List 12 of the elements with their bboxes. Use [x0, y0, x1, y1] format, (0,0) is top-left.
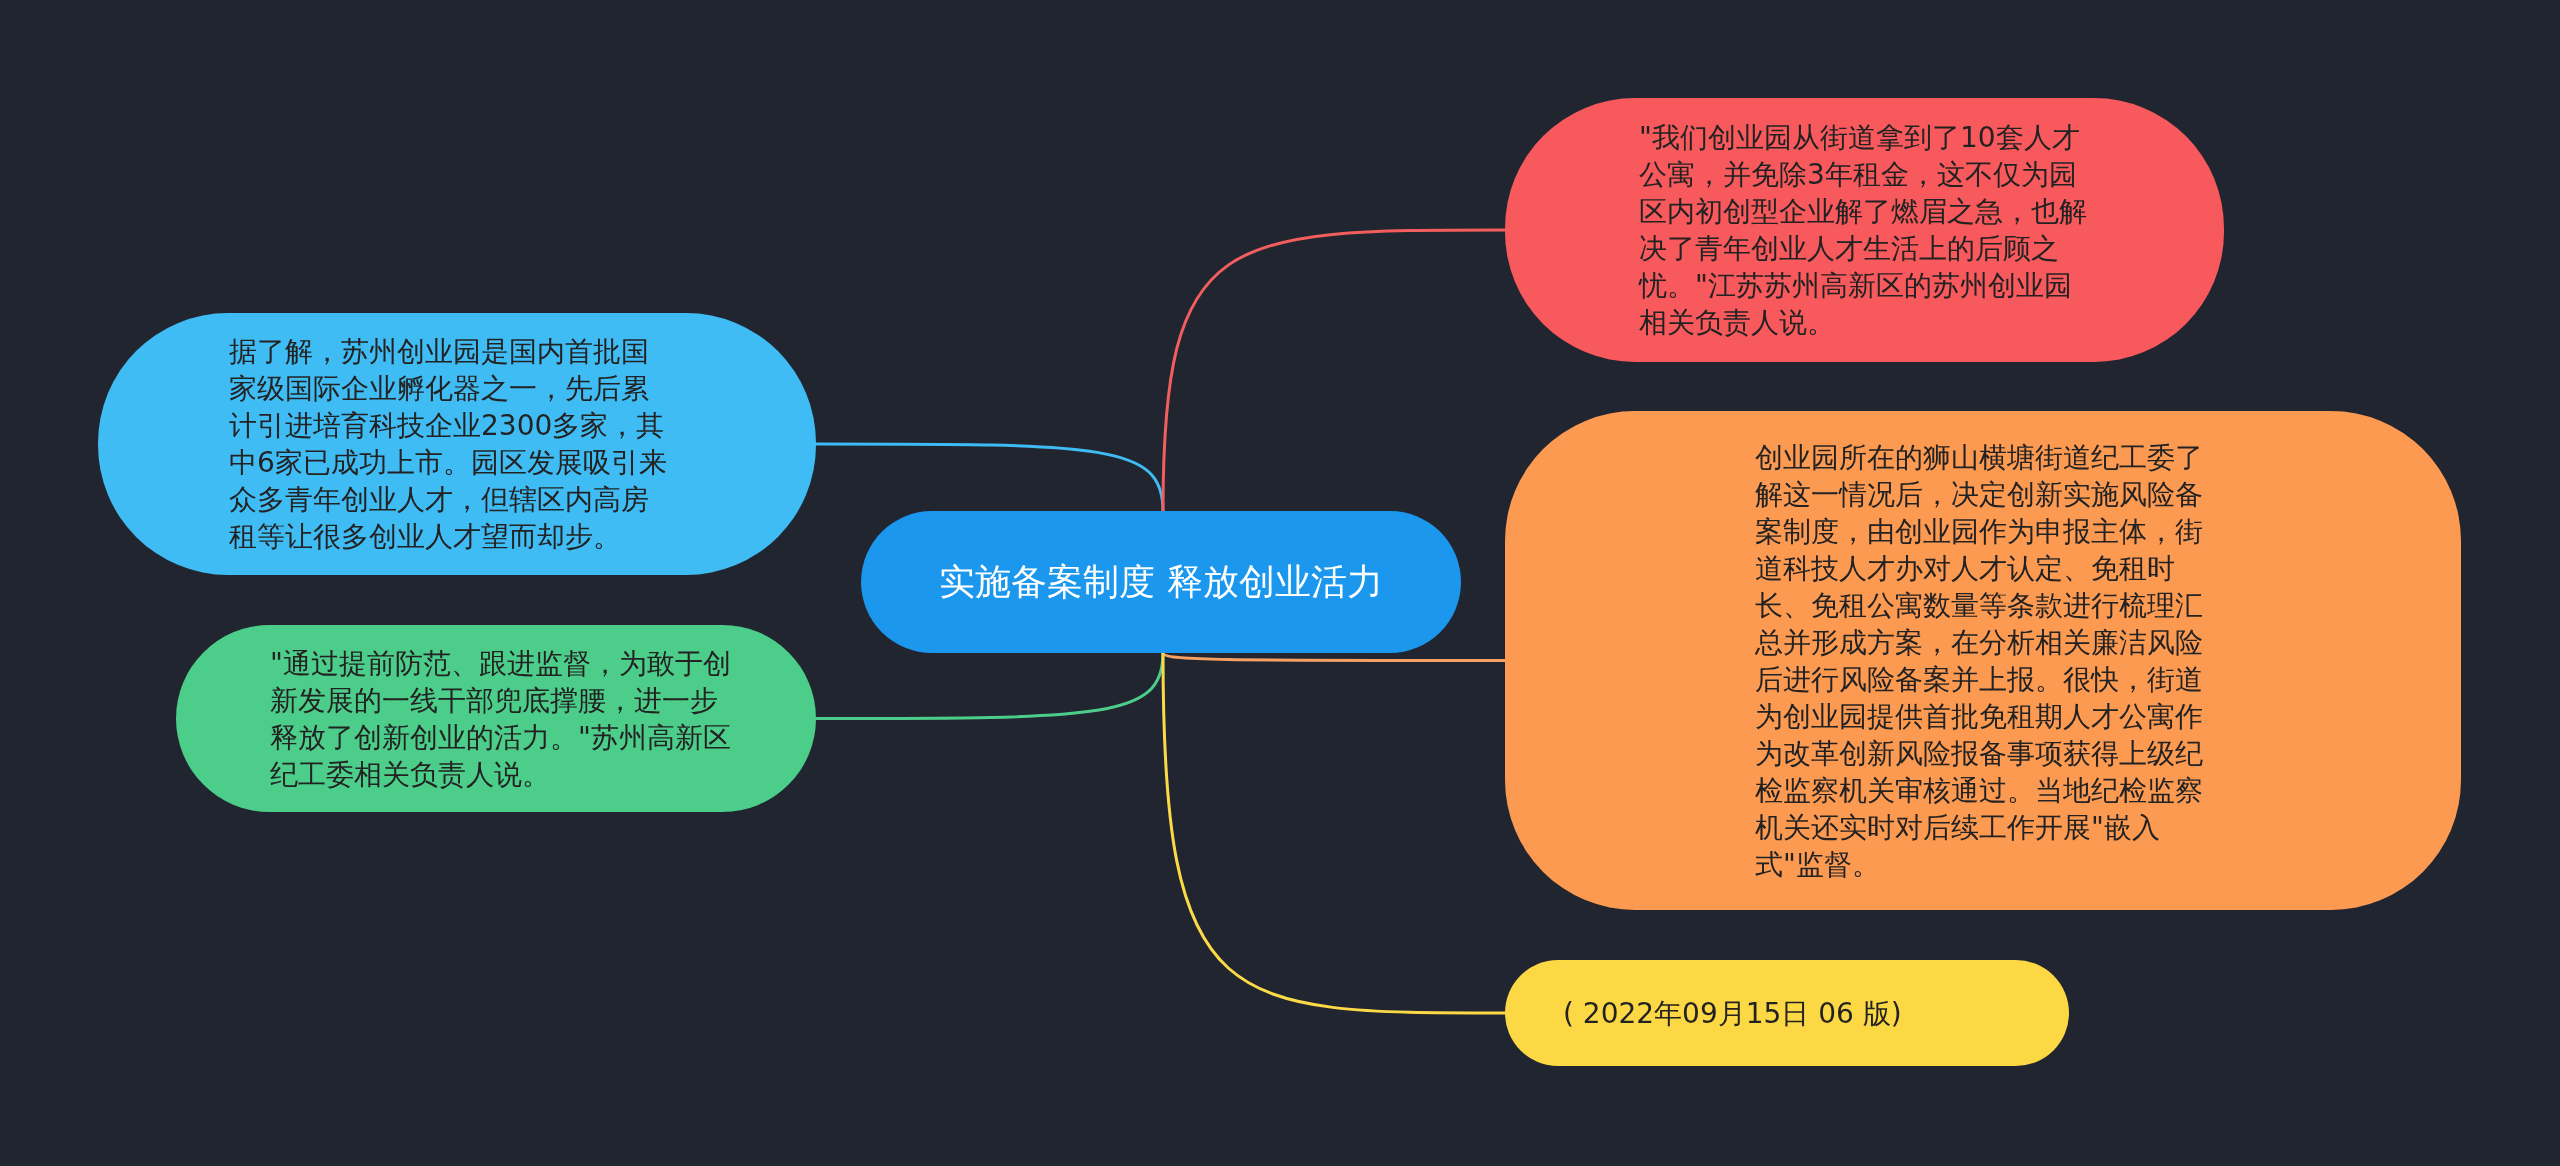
connector-line	[816, 652, 1165, 720]
topic-text: "通过提前防范、跟进监督，为敢于创新发展的一线干部兜底撑腰，进一步释放了创新创业的活力。"苏州高新区纪工委相关负责人说。	[270, 645, 732, 793]
connector-line	[816, 442, 1165, 512]
topic-title: 实施备案制度 释放创业活力	[938, 560, 1384, 604]
topic-text: 创业园所在的狮山横塘街道纪工委了解这一情况后，决定创新实施风险备案制度，由创业园作为申报主体，街道科技人才办对人才认定、免租时长、免租公寓数量等条款进行梳理汇总并形成方案，在分析相关廉洁风险后进行风险备案并上报。很快，街道为创业园提供首批免租期人才公寓作为改革创新风险报备事项获得上级纪检监察机关审核通过。当地纪检监察机关还实时对后续工作开展"嵌入式"监督。	[1755, 439, 2204, 883]
topic-text: 据了解，苏州创业园是国内首批国家级国际企业孵化器之一，先后累计引进培育科技企业2300多家，其中6家已成功上市。园区发展吸引来众多青年创业人才，但辖区内高房租等让很多创业人才望而却步。	[229, 334, 668, 555]
connector-line	[1162, 651, 1505, 662]
topic-text: ( 2022年09月15日 06 版)	[1563, 995, 1903, 1032]
topic-text: "我们创业园从街道拿到了10套人才公寓，并免除3年租金，这不仅为园区内初创型企业解了燃眉之急，也解决了青年创业人才生活上的后顾之忧。"江苏苏州高新区的苏州创业园相关负责人说。	[1639, 120, 2088, 341]
connector-line	[1161, 228, 1505, 512]
topic-bubble	[1505, 411, 2461, 910]
connector-line	[1161, 652, 1505, 1015]
